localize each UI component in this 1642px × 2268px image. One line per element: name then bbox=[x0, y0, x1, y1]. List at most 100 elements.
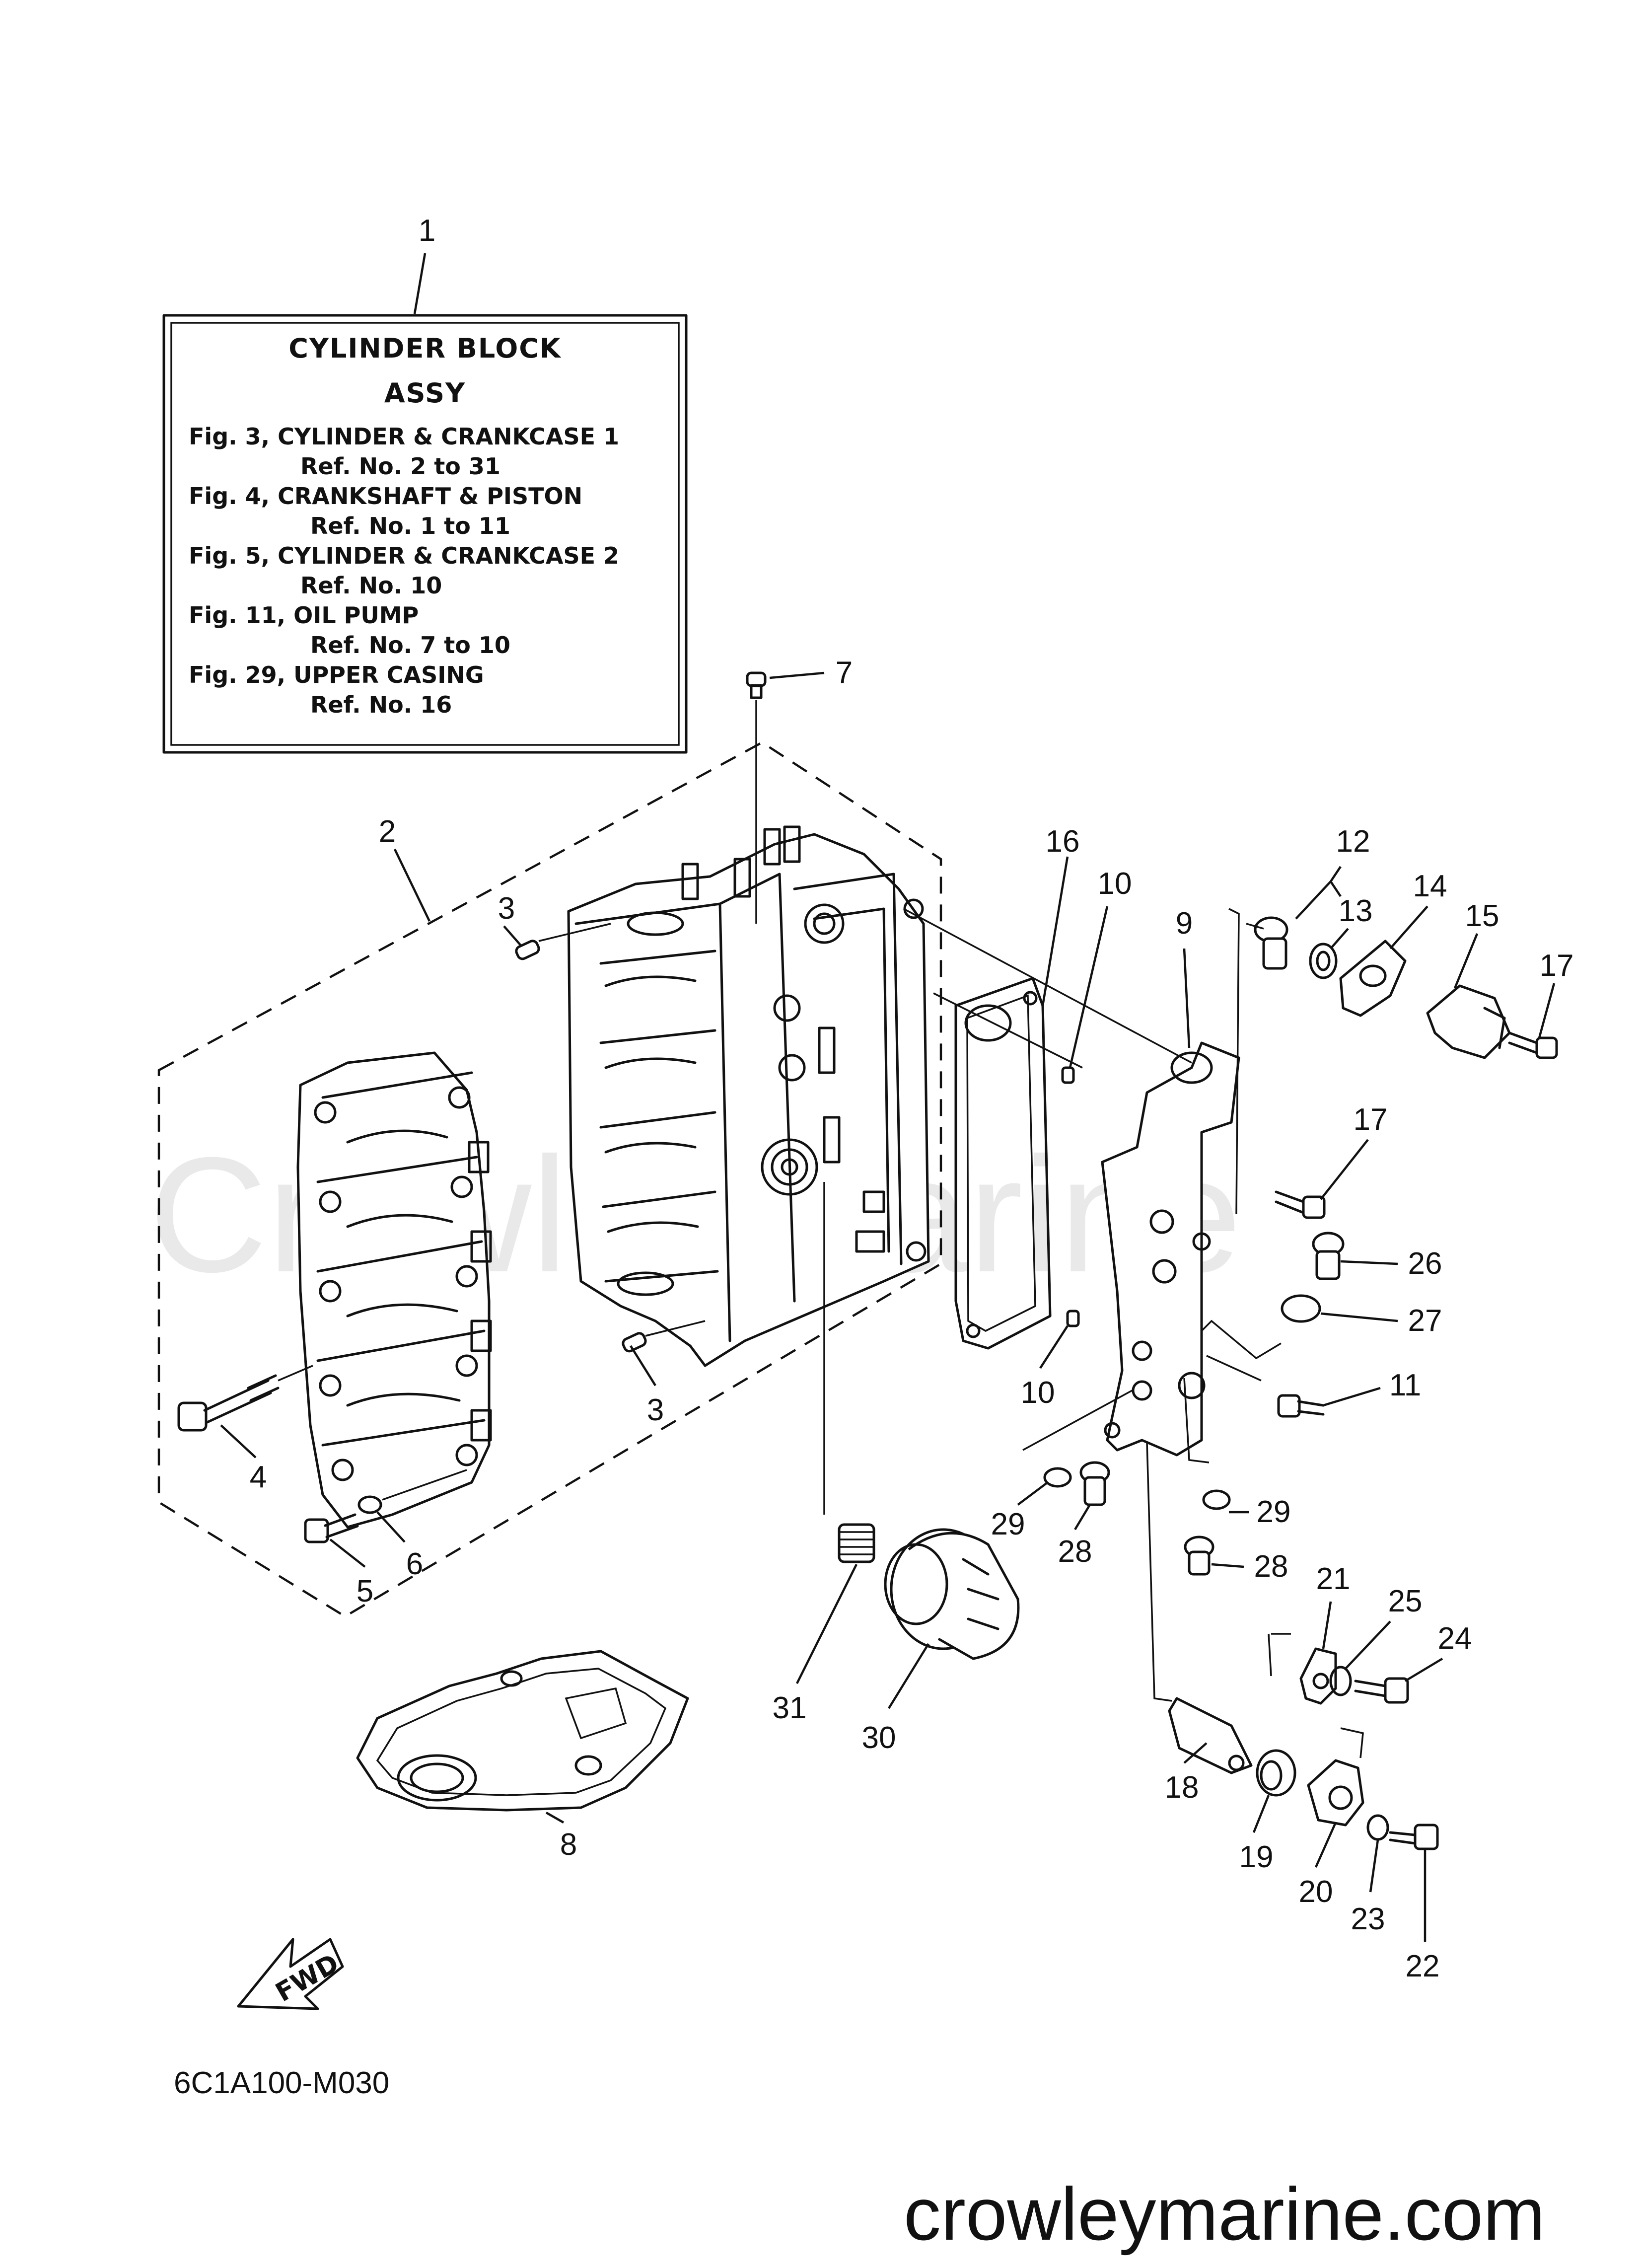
info-box-title: CYLINDER BLOCK bbox=[288, 333, 562, 364]
callout-25: 25 bbox=[1388, 1584, 1423, 1618]
info-box-subtitle: ASSY bbox=[384, 377, 466, 409]
washer-29a bbox=[1043, 1467, 1072, 1488]
info-box-outer-frame bbox=[162, 314, 688, 754]
washer-25 bbox=[1329, 1666, 1352, 1696]
info-box: CYLINDER BLOCK ASSY Fig. 3, CYLINDER & C… bbox=[162, 314, 688, 754]
info-box-line: Ref. No. 16 bbox=[310, 691, 452, 718]
leader-27 bbox=[1320, 1312, 1398, 1322]
o-ring-27 bbox=[1281, 1294, 1321, 1323]
path-11 bbox=[1206, 1355, 1262, 1382]
plug-7 bbox=[746, 671, 767, 699]
site-url: crowleymarine.com bbox=[904, 2172, 1545, 2256]
leader-8 bbox=[545, 1812, 565, 1824]
callout-13: 13 bbox=[1339, 894, 1373, 928]
bolt-22 bbox=[1389, 1824, 1439, 1850]
bolt-4 bbox=[177, 1374, 280, 1432]
callout-28b: 28 bbox=[1254, 1549, 1288, 1584]
leader-18 bbox=[1183, 1742, 1208, 1764]
leader-2 bbox=[393, 849, 431, 922]
leader-24 bbox=[1404, 1658, 1443, 1682]
dowel-pin-3b bbox=[622, 1332, 647, 1353]
info-box-line: Fig. 3, CYLINDER & CRANKCASE 1 bbox=[189, 423, 619, 450]
leader-12-path bbox=[1246, 923, 1264, 930]
info-box-inner-frame bbox=[170, 322, 680, 746]
leader-21 bbox=[1322, 1601, 1332, 1649]
bracket-26-27 bbox=[1201, 1319, 1282, 1360]
part-18 bbox=[1168, 1697, 1253, 1774]
path-18 bbox=[1146, 1442, 1172, 1702]
bolt-5 bbox=[304, 1513, 359, 1543]
info-box-line: Ref. No. 10 bbox=[300, 572, 442, 599]
callout-16: 16 bbox=[1046, 824, 1080, 859]
callout-12: 12 bbox=[1336, 824, 1370, 859]
callout-2: 2 bbox=[379, 814, 396, 849]
sensor-20 bbox=[1307, 1759, 1364, 1827]
leader-31 bbox=[795, 1563, 858, 1684]
cylinder-block bbox=[567, 825, 930, 1367]
leader-25 bbox=[1345, 1620, 1391, 1670]
bracket-20-frame bbox=[1340, 1727, 1364, 1758]
bolt-17a bbox=[1508, 1031, 1558, 1059]
callout-6: 6 bbox=[406, 1547, 423, 1581]
leader-7 bbox=[769, 671, 825, 679]
cover-9 bbox=[1101, 1041, 1240, 1457]
callout-19: 19 bbox=[1239, 1840, 1274, 1874]
callout-29b: 29 bbox=[1257, 1495, 1291, 1529]
callout-24: 24 bbox=[1438, 1621, 1472, 1656]
bracket-29b bbox=[1183, 1378, 1210, 1463]
plug-12 bbox=[1254, 916, 1288, 970]
callout-17b: 17 bbox=[1354, 1102, 1388, 1137]
dowel-pin-10b bbox=[1066, 1310, 1080, 1327]
bracket-21-frame bbox=[1268, 1633, 1291, 1677]
info-box-line: Ref. No. 7 to 10 bbox=[310, 632, 510, 658]
thermostat-cover-14 bbox=[1426, 984, 1511, 1059]
gasket-15 bbox=[1339, 940, 1407, 1017]
crankcase-half bbox=[296, 1051, 492, 1529]
callout-15: 15 bbox=[1465, 899, 1499, 933]
leader-17b bbox=[1320, 1139, 1369, 1200]
leader-23 bbox=[1369, 1839, 1379, 1893]
info-box-line: Fig. 4, CRANKSHAFT & PISTON bbox=[189, 483, 582, 510]
plug-28b bbox=[1184, 1536, 1214, 1576]
grommet-19 bbox=[1256, 1749, 1296, 1797]
callout-22: 22 bbox=[1406, 1949, 1440, 1983]
callout-23: 23 bbox=[1351, 1902, 1385, 1936]
bolt-17b bbox=[1275, 1190, 1326, 1219]
bracket-29a bbox=[1022, 1390, 1133, 1451]
bracket-21 bbox=[1299, 1647, 1337, 1705]
bracket-cover-9 bbox=[1228, 908, 1240, 1215]
bolt-24 bbox=[1354, 1677, 1409, 1704]
bolt-4-path bbox=[278, 1365, 313, 1382]
leader-9 bbox=[1183, 948, 1191, 1048]
leader-29a bbox=[1017, 1481, 1049, 1506]
gasket-8 bbox=[356, 1650, 689, 1812]
leader-17a bbox=[1538, 983, 1556, 1038]
leader-14 bbox=[1389, 905, 1428, 950]
washer-6 bbox=[357, 1495, 382, 1514]
leader-3a bbox=[503, 925, 522, 947]
leader-5 bbox=[329, 1538, 366, 1568]
callout-20: 20 bbox=[1299, 1875, 1333, 1909]
plug-26 bbox=[1312, 1232, 1345, 1280]
callout-18: 18 bbox=[1165, 1770, 1199, 1805]
alignment-line-16b bbox=[933, 992, 1083, 1069]
callout-3a: 3 bbox=[498, 891, 515, 926]
gasket-16 bbox=[954, 977, 1052, 1350]
callout-27: 27 bbox=[1408, 1304, 1442, 1338]
leader-19 bbox=[1252, 1795, 1270, 1833]
leader-3b-line bbox=[645, 1320, 706, 1337]
leader-15 bbox=[1453, 933, 1479, 989]
callout-14: 14 bbox=[1413, 869, 1447, 903]
union-bolt-31 bbox=[838, 1523, 875, 1563]
leader-10a bbox=[1069, 906, 1109, 1068]
callout-28a: 28 bbox=[1058, 1535, 1092, 1569]
info-box-line: Ref. No. 1 to 11 bbox=[310, 512, 510, 539]
fwd-arrow-icon: FWD bbox=[237, 1938, 344, 2010]
callout-1: 1 bbox=[419, 214, 435, 248]
leader-13 bbox=[1330, 928, 1349, 950]
oil-filter-30 bbox=[884, 1528, 1020, 1660]
callout-17a: 17 bbox=[1540, 949, 1574, 983]
callout-30: 30 bbox=[862, 1721, 896, 1755]
callout-9: 9 bbox=[1176, 906, 1193, 941]
leader-26 bbox=[1340, 1260, 1398, 1265]
